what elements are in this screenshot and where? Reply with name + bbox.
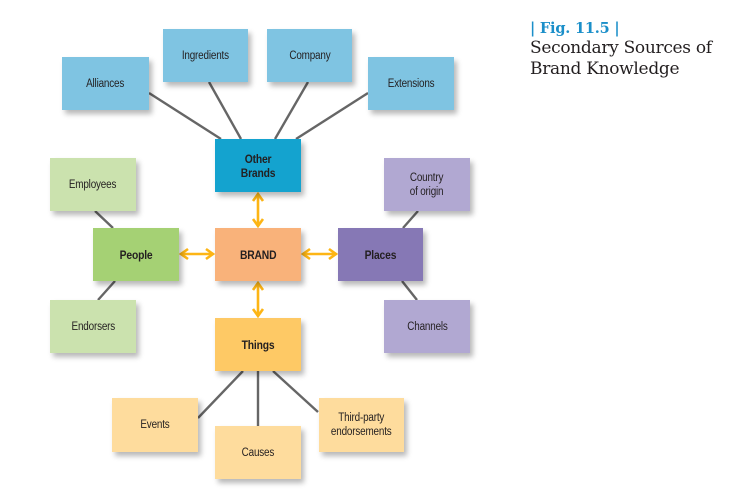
node-events: Events [112,398,198,452]
node-brand: BRAND [215,228,301,281]
connector-other-brands-to-extensions [295,91,369,141]
connector-things-to-third-party-endorsements [272,370,319,413]
node-causes: Causes [215,426,301,479]
arrowhead-places [328,247,339,261]
connector-places-to-country-of-origin [402,210,419,229]
node-label-causes: Causes [241,446,275,459]
node-label-country-of-origin: Country of origin [410,171,444,198]
node-label-people: People [119,247,153,262]
connector-other-brands-to-ingredients [207,81,243,140]
node-ingredients: Ingredients [163,29,248,82]
node-company: Company [267,29,352,82]
node-label-channels: Channels [406,320,448,333]
node-label-third-party-endorsements: Third-party endorsements [331,412,392,438]
node-label-company: Company [288,49,331,62]
node-label-extensions: Extensions [387,77,435,90]
arrowhead-other-brands [251,218,265,229]
arrowhead-people [205,247,216,261]
connector-places-to-channels [401,280,418,301]
node-employees: Employees [50,158,136,211]
node-channels: Channels [384,300,470,353]
connector-other-brands-to-alliances [148,91,222,141]
figure-caption: | Fig. 11.5 | Secondary Sources of Brand… [530,20,712,80]
node-label-events: Events [140,419,170,431]
node-extensions: Extensions [368,57,454,110]
node-label-ingredients: Ingredients [181,49,230,62]
connector-people-to-employees [94,210,114,229]
connector-people-to-endorsers [97,280,116,301]
node-places: Places [338,228,423,281]
figure-title: Secondary Sources of Brand Knowledge [530,38,712,80]
arrowhead-brand-from-places [300,247,311,261]
arrowhead-things [251,308,265,319]
arrowhead-brand-from-people [178,247,189,261]
node-alliances: Alliances [62,57,149,110]
node-other-brands: Other Brands [215,139,301,192]
node-label-alliances: Alliances [86,77,125,90]
node-label-employees: Employees [69,178,117,191]
node-label-other-brands: Other Brands [240,151,276,180]
node-label-places: Places [364,247,397,262]
node-label-brand: BRAND [239,247,277,262]
node-label-things: Things [241,337,275,352]
node-label-endorsers: Endorsers [71,320,115,333]
node-third-party-endorsements: Third-party endorsements [319,398,404,452]
connector-things-to-events [197,370,244,419]
arrowhead-brand-from-other-brands [251,191,265,202]
connector-other-brands-to-company [273,81,310,140]
node-endorsers: Endorsers [50,300,136,353]
node-country-of-origin: Country of origin [384,158,470,211]
figure-label: | Fig. 11.5 | [530,20,620,37]
arrowhead-brand-from-things [251,280,265,291]
figure-title-line-1: Secondary Sources of [530,38,712,58]
figure-title-line-2: Brand Knowledge [530,59,680,79]
node-people: People [93,228,179,281]
node-things: Things [215,318,301,371]
